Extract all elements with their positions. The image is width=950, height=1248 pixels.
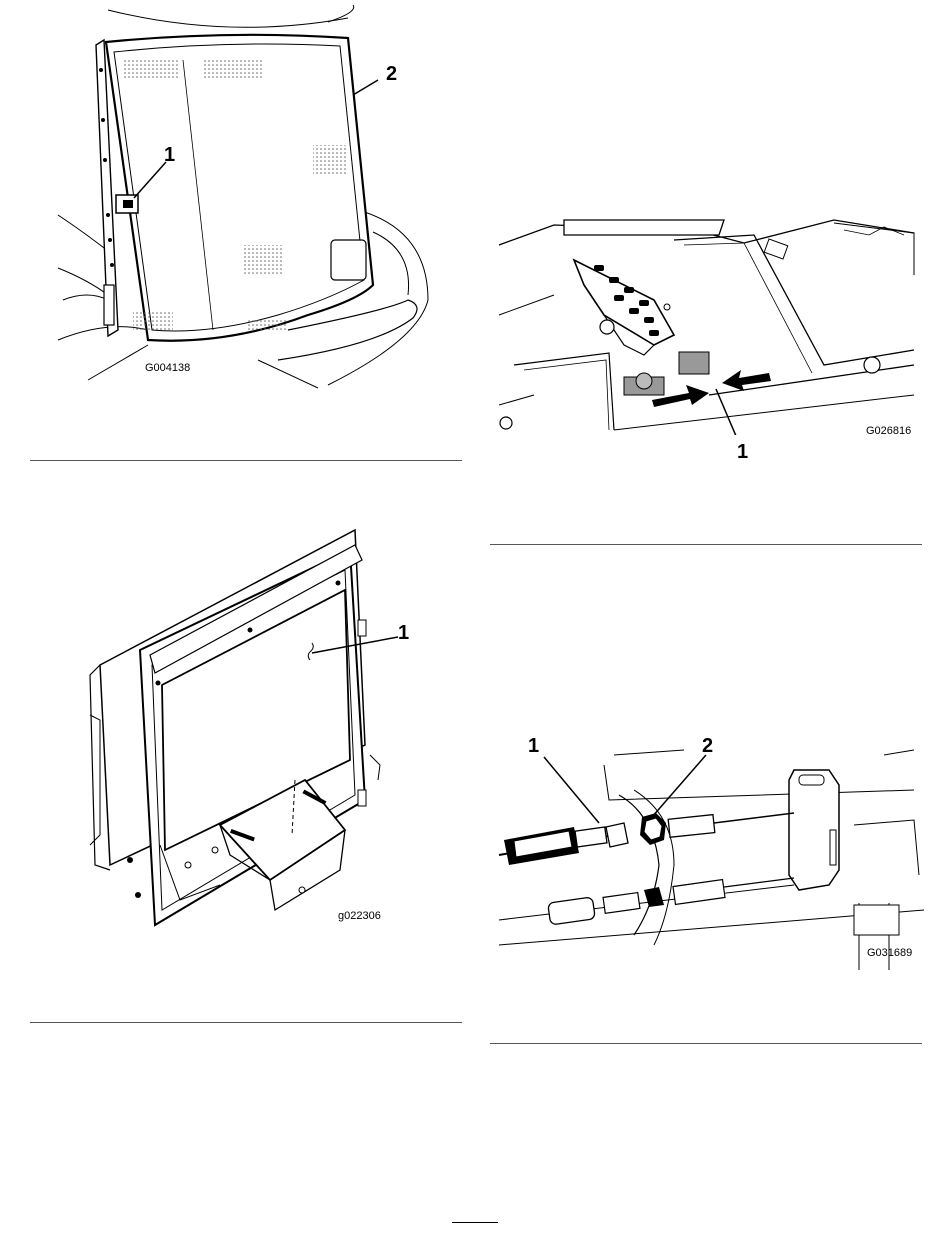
section-divider: [30, 460, 462, 461]
filter-frame-illustration: [80, 525, 410, 945]
figure-code: G004138: [145, 362, 190, 374]
callout-label: 2: [386, 63, 397, 86]
callout-label: 1: [528, 735, 539, 758]
section-divider: [490, 544, 922, 545]
section-divider: [30, 1022, 462, 1023]
callout-label: 1: [398, 622, 409, 645]
callout-label: 1: [737, 441, 748, 464]
section-divider: [490, 1043, 922, 1044]
figure-pedal-lever: G026816 1: [494, 205, 924, 475]
cable-adjust-illustration: [494, 735, 924, 970]
pedal-lever-illustration: [494, 205, 924, 435]
callout-label: 2: [702, 735, 713, 758]
callout-label: 1: [164, 144, 175, 167]
figure-code: G026816: [866, 425, 911, 437]
figure-cable-adjust: 1 2 G031689: [494, 735, 924, 970]
page-number-rule: [452, 1222, 498, 1223]
figure-code: G031689: [867, 947, 912, 959]
seat-panel-illustration: [28, 0, 448, 390]
figure-filter-frame: 1 g022306: [80, 525, 410, 945]
figure-code: g022306: [338, 910, 381, 922]
figure-seat-panel: 1 2 G004138: [28, 0, 448, 390]
